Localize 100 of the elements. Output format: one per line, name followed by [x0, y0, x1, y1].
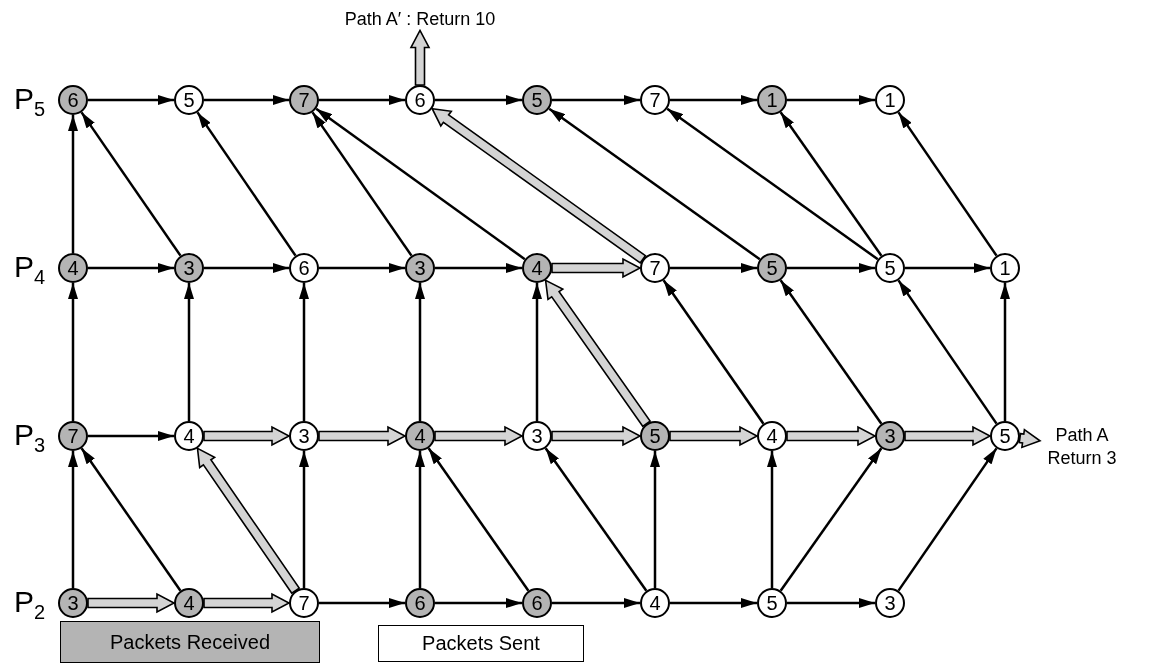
received-packet-node: 4	[405, 421, 435, 451]
sent-packet-node: 4	[640, 588, 670, 618]
arrow	[88, 95, 174, 105]
arrow	[68, 115, 78, 253]
arrow	[415, 283, 425, 421]
received-packet-node: 7	[289, 85, 319, 115]
arrow	[435, 95, 522, 105]
arrow	[319, 263, 405, 273]
arrow	[88, 263, 174, 273]
process-row-label: P$_{2}$	[14, 587, 46, 622]
arrow	[532, 283, 542, 421]
sent-packet-node: 3	[522, 421, 552, 451]
arrow	[1000, 283, 1010, 421]
sent-packet-node: 3	[875, 588, 905, 618]
arrow	[204, 95, 289, 105]
received-packet-node: 4	[174, 588, 204, 618]
sent-packet-node: 5	[990, 421, 1020, 451]
hollow-path-arrow	[203, 425, 291, 447]
hollow-path-arrow	[318, 425, 407, 447]
arrow	[80, 111, 182, 257]
sent-packet-node: 5	[875, 253, 905, 283]
arrow	[435, 263, 522, 273]
sent-packet-node: 4	[174, 421, 204, 451]
hollow-path-arrow	[434, 425, 524, 447]
hollow-path-arrow	[409, 28, 431, 86]
arrow	[897, 447, 998, 592]
arrow	[779, 447, 883, 592]
arrow	[670, 598, 757, 608]
sent-packet-node: 7	[640, 253, 670, 283]
sent-packet-node: 5	[174, 85, 204, 115]
received-packet-node: 3	[875, 421, 905, 451]
received-packet-node: 5	[757, 253, 787, 283]
arrow	[311, 111, 413, 257]
arrow	[184, 283, 194, 421]
sent-packet-node: 7	[640, 85, 670, 115]
arrow	[315, 107, 526, 261]
received-packet-node: 4	[522, 253, 552, 283]
received-packet-node: 7	[58, 421, 88, 451]
received-packet-node: 1	[757, 85, 787, 115]
arrow	[767, 451, 777, 588]
arrow	[548, 107, 761, 261]
arrow	[299, 451, 309, 588]
sent-packet-node: 5	[757, 588, 787, 618]
arrow	[787, 263, 875, 273]
legend-label: Packets Sent	[422, 632, 540, 655]
sent-packet-node: 6	[289, 253, 319, 283]
arrow	[897, 111, 998, 257]
arrow	[666, 107, 879, 261]
process-row-label: P$_{3}$	[14, 420, 46, 455]
sent-packet-node: 1	[875, 85, 905, 115]
hollow-path-arrow	[551, 257, 642, 279]
arrow	[319, 598, 405, 608]
received-packet-node: 5	[640, 421, 670, 451]
sent-packet-node: 7	[289, 588, 319, 618]
hollow-path-arrow	[786, 425, 877, 447]
arrow	[544, 447, 648, 592]
arrow	[552, 598, 640, 608]
sent-packet-node: 3	[289, 421, 319, 451]
arrow	[435, 598, 522, 608]
legend-label: Packets Received	[109, 630, 271, 654]
arrow	[204, 263, 289, 273]
hollow-path-arrow	[203, 592, 291, 614]
arrow	[662, 279, 765, 425]
sent-packet-node: 1	[990, 253, 1020, 283]
hollow-path-arrow	[544, 278, 652, 428]
hollow-path-arrow	[669, 425, 759, 447]
received-packet-node: 4	[58, 253, 88, 283]
hollow-path-arrow	[904, 425, 992, 447]
arrow	[905, 263, 990, 273]
arrow	[897, 279, 998, 425]
received-packet-node: 5	[522, 85, 552, 115]
hollow-path-arrow	[87, 592, 176, 614]
received-packet-node: 6	[522, 588, 552, 618]
arrow	[552, 95, 640, 105]
arrow	[779, 279, 883, 425]
arrow	[650, 451, 660, 588]
received-packet-node: 3	[174, 253, 204, 283]
process-row-label: P$_{4}$	[14, 252, 46, 287]
process-row-label: P$_{5}$	[14, 84, 46, 119]
arrow	[68, 451, 78, 588]
sent-packet-node: 4	[757, 421, 787, 451]
received-packet-node: 3	[405, 253, 435, 283]
arrow	[779, 111, 883, 257]
hollow-path-arrow	[430, 107, 647, 264]
arrow	[88, 431, 174, 441]
hollow-path-arrow	[1018, 428, 1042, 449]
arrow	[299, 283, 309, 421]
path-result-label: Path A Return 3	[1040, 424, 1124, 469]
arrow	[787, 598, 875, 608]
received-packet-node: 6	[405, 588, 435, 618]
arrow	[670, 95, 757, 105]
received-packet-node: 6	[58, 85, 88, 115]
arrow	[68, 283, 78, 421]
sent-packet-node: 6	[405, 85, 435, 115]
path-result-label: Path A′ : Return 10	[305, 8, 535, 31]
arrow	[319, 95, 405, 105]
arrow	[196, 111, 297, 257]
received-packet-node: 3	[58, 588, 88, 618]
arrow	[80, 447, 182, 592]
arrow	[670, 263, 757, 273]
